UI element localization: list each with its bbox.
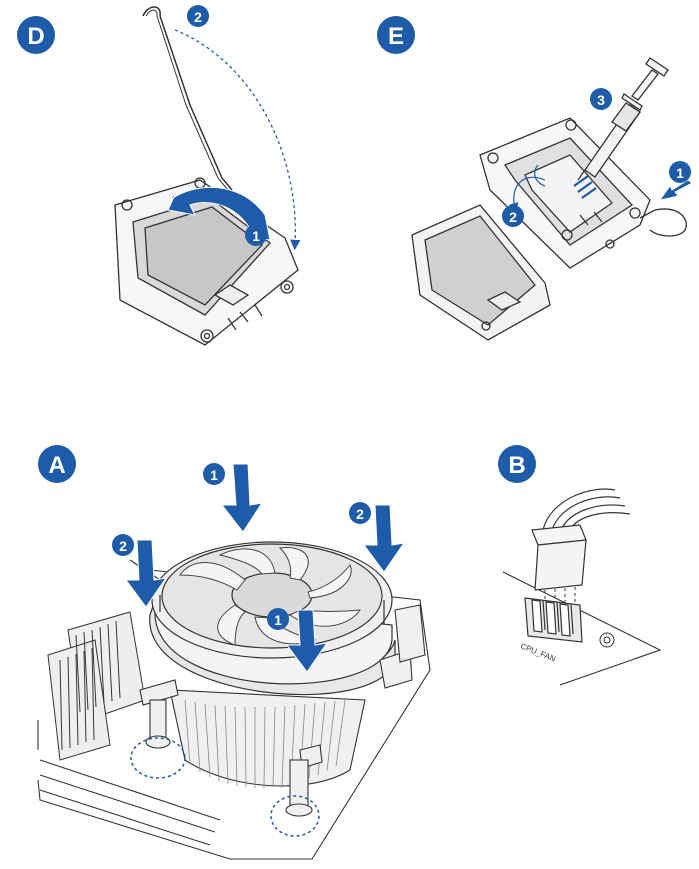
step-a-number-2-left: 2 — [112, 534, 134, 556]
lever-swing-arc — [174, 29, 301, 251]
cpu-fan-header — [524, 597, 583, 643]
cpu-cooler-fan — [149, 541, 396, 696]
step-e-badge: E — [377, 16, 415, 54]
fan-cable-wires — [542, 488, 631, 531]
step-a-number-2-right: 2 — [349, 502, 371, 524]
cpu-cooler-heatsink — [169, 689, 366, 789]
step-e-number-1: 1 — [669, 161, 691, 183]
vrm-heatsink — [47, 611, 146, 761]
svg-text:3: 3 — [597, 92, 605, 108]
thermal-paste-syringe — [577, 57, 669, 181]
step-d-panel: D 1 2 — [17, 5, 301, 346]
step-a-number-1-top: 1 — [203, 463, 225, 485]
step-a-panel: A — [37, 445, 431, 860]
step-e-number-3: 3 — [590, 88, 612, 110]
svg-text:1: 1 — [210, 467, 218, 483]
heatsink-mounting-pins — [139, 604, 426, 817]
step-b-letter: B — [508, 452, 525, 479]
load-lever-e — [639, 208, 687, 237]
step-a-letter: A — [48, 452, 65, 479]
step-e-letter: E — [388, 23, 404, 50]
cpu-socket-d — [114, 177, 299, 346]
motherboard — [37, 559, 431, 860]
load-lever-d — [142, 6, 233, 191]
lever-press-arrow — [659, 179, 693, 201]
fan-cable-connector — [531, 524, 587, 591]
step-e-number-2: 2 — [502, 205, 524, 227]
thermal-paste-marks — [573, 175, 597, 199]
svg-text:2: 2 — [356, 506, 364, 522]
pin-highlight-right — [270, 795, 320, 837]
step-d-number-2: 2 — [187, 5, 209, 27]
svg-text:2: 2 — [194, 9, 202, 25]
svg-text:1: 1 — [252, 228, 260, 244]
board-mounting-hole — [599, 632, 615, 648]
step-a-badge: A — [38, 445, 76, 483]
cover-removal-arc — [509, 176, 546, 213]
press-arrows — [125, 463, 406, 673]
step-e-panel: E — [377, 16, 693, 341]
step-a-number-1-center: 1 — [267, 608, 289, 630]
svg-text:1: 1 — [676, 165, 684, 181]
cpu-fan-label: CPU_FAN — [519, 642, 557, 664]
svg-text:2: 2 — [509, 209, 517, 225]
socket-cover-plate — [411, 204, 551, 341]
cpu-socket-e — [479, 117, 651, 269]
svg-text:1: 1 — [274, 612, 282, 628]
step-b-panel: B — [498, 445, 662, 686]
step-d-badge: D — [17, 16, 55, 54]
pin-highlight-left — [130, 737, 186, 779]
step-d-letter: D — [27, 23, 44, 50]
svg-text:2: 2 — [119, 538, 127, 554]
step-d-number-1: 1 — [245, 224, 267, 246]
step-b-badge: B — [498, 445, 536, 483]
